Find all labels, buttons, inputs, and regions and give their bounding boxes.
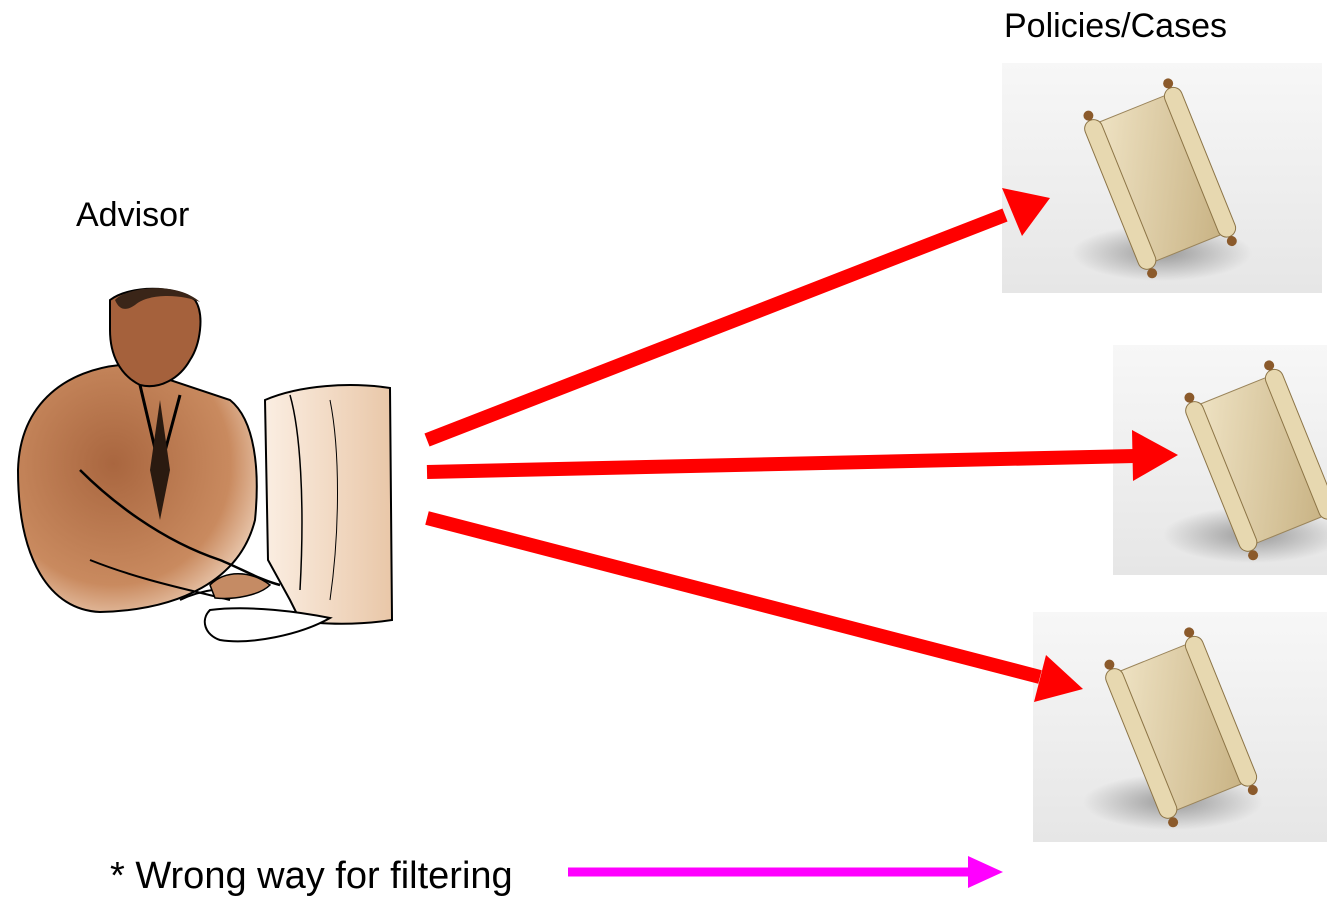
legend-arrow [568, 856, 1003, 888]
policy-scroll-1 [1002, 63, 1322, 293]
policy-scroll-3 [1033, 612, 1327, 842]
arrow-to-policy-1 [427, 188, 1050, 440]
advisor-icon [18, 288, 392, 641]
arrow-to-policy-3 [427, 518, 1083, 702]
arrow-to-policy-2 [427, 430, 1178, 481]
